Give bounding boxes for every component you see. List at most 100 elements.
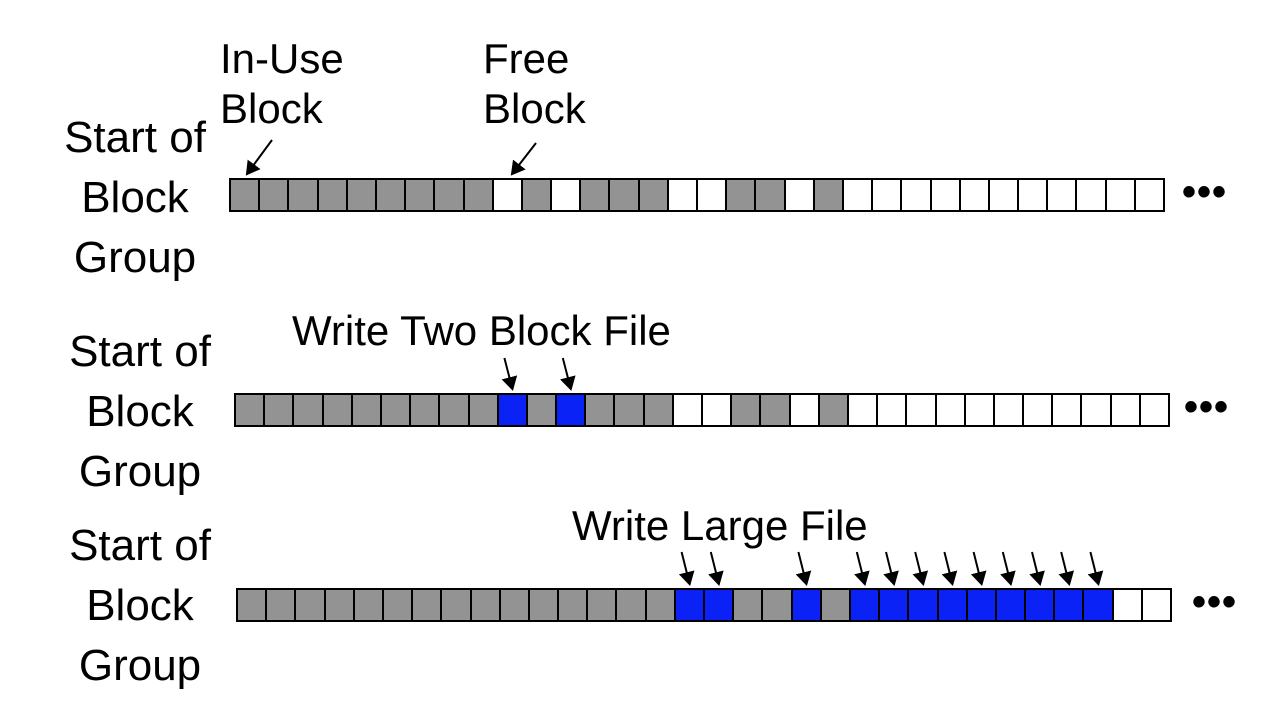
block-strip-row2 — [234, 393, 1170, 427]
block-used — [763, 590, 793, 620]
block-free — [1140, 395, 1170, 425]
block-used — [814, 180, 844, 210]
in-use-block-callout: In-Use Block — [220, 34, 344, 134]
block-used — [522, 180, 553, 210]
write-arrow-row3 — [795, 551, 812, 586]
block-used — [289, 180, 319, 210]
block-used — [294, 395, 324, 425]
block-free — [790, 395, 820, 425]
block-free — [1113, 590, 1143, 620]
block-new — [675, 590, 705, 620]
block-new — [909, 590, 939, 620]
block-used — [376, 180, 407, 210]
block-used — [381, 395, 412, 425]
row3-label-line2: Block — [86, 581, 194, 630]
block-used — [761, 395, 791, 425]
block-free — [785, 180, 815, 210]
write-arrow-row3 — [708, 551, 724, 586]
block-used — [588, 590, 618, 620]
write-arrow-row2 — [560, 357, 576, 391]
block-used — [732, 395, 762, 425]
write-arrow-row3 — [912, 551, 929, 586]
write-arrow-row3 — [1000, 551, 1016, 586]
block-free — [493, 180, 523, 210]
free-arrow — [510, 142, 537, 176]
block-new — [996, 590, 1027, 620]
block-used — [615, 395, 645, 425]
block-used — [500, 590, 530, 620]
block-used — [238, 590, 268, 620]
block-free — [668, 180, 698, 210]
write-arrow-row3 — [883, 551, 899, 586]
block-used — [617, 590, 647, 620]
row2-label-line1: Start of — [69, 327, 211, 376]
block-free — [1019, 180, 1049, 210]
block-used — [819, 395, 849, 425]
write-two-block-file-label: Write Two Block File — [292, 307, 671, 354]
block-free — [878, 395, 908, 425]
in-use-arrow — [245, 139, 273, 176]
ellipsis-row2: ••• — [1184, 385, 1230, 429]
block-used — [442, 590, 472, 620]
free-block-callout: Free Block — [483, 34, 586, 134]
block-used — [260, 180, 290, 210]
block-new — [938, 590, 968, 620]
block-new — [1026, 590, 1056, 620]
row3-label: Start of Block Group — [50, 516, 230, 696]
block-used — [352, 395, 382, 425]
row3-label-line3: Group — [78, 641, 202, 690]
block-used — [325, 590, 355, 620]
write-arrow-row3 — [1087, 551, 1104, 586]
block-used — [435, 180, 465, 210]
block-new — [705, 590, 735, 620]
row2-label-line2: Block — [86, 387, 194, 436]
block-free — [698, 180, 728, 210]
write-large-file-label: Write Large File — [572, 502, 868, 549]
block-used — [469, 395, 499, 425]
block-used — [406, 180, 436, 210]
ellipsis-row1: ••• — [1182, 170, 1228, 214]
write-arrow-row2 — [501, 357, 518, 391]
block-free — [1106, 180, 1136, 210]
write-arrow-row3 — [678, 551, 695, 586]
block-free — [1024, 395, 1054, 425]
block-free — [902, 180, 932, 210]
block-new — [1084, 590, 1114, 620]
block-used — [236, 395, 266, 425]
block-new — [880, 590, 910, 620]
block-used — [265, 395, 295, 425]
write-arrow-row3 — [1058, 551, 1075, 586]
free-callout-line1: Free — [483, 35, 570, 82]
block-used — [646, 590, 676, 620]
row1-label-line2: Block — [81, 173, 189, 222]
block-used — [639, 180, 669, 210]
block-free — [1048, 180, 1078, 210]
write-arrow-row3 — [854, 551, 870, 586]
write-arrow-row3 — [970, 551, 987, 586]
block-used — [471, 590, 501, 620]
block-used — [527, 395, 558, 425]
block-free — [1082, 395, 1112, 425]
row3-label-line1: Start of — [69, 521, 211, 570]
block-used — [644, 395, 674, 425]
block-free — [552, 180, 582, 210]
block-used — [267, 590, 297, 620]
block-free — [1111, 395, 1141, 425]
block-free — [965, 395, 995, 425]
block-used — [529, 590, 560, 620]
block-free — [936, 395, 966, 425]
write-arrow-row3 — [1029, 551, 1045, 586]
block-used — [354, 590, 384, 620]
block-used — [323, 395, 353, 425]
block-free — [848, 395, 879, 425]
block-used — [727, 180, 757, 210]
block-free — [907, 395, 937, 425]
row1-label-line1: Start of — [64, 113, 206, 162]
row1-label-line3: Group — [73, 233, 197, 282]
block-free — [1142, 590, 1172, 620]
block-used — [383, 590, 414, 620]
block-used — [411, 395, 441, 425]
block-strip-row1 — [229, 178, 1165, 212]
block-free — [873, 180, 903, 210]
